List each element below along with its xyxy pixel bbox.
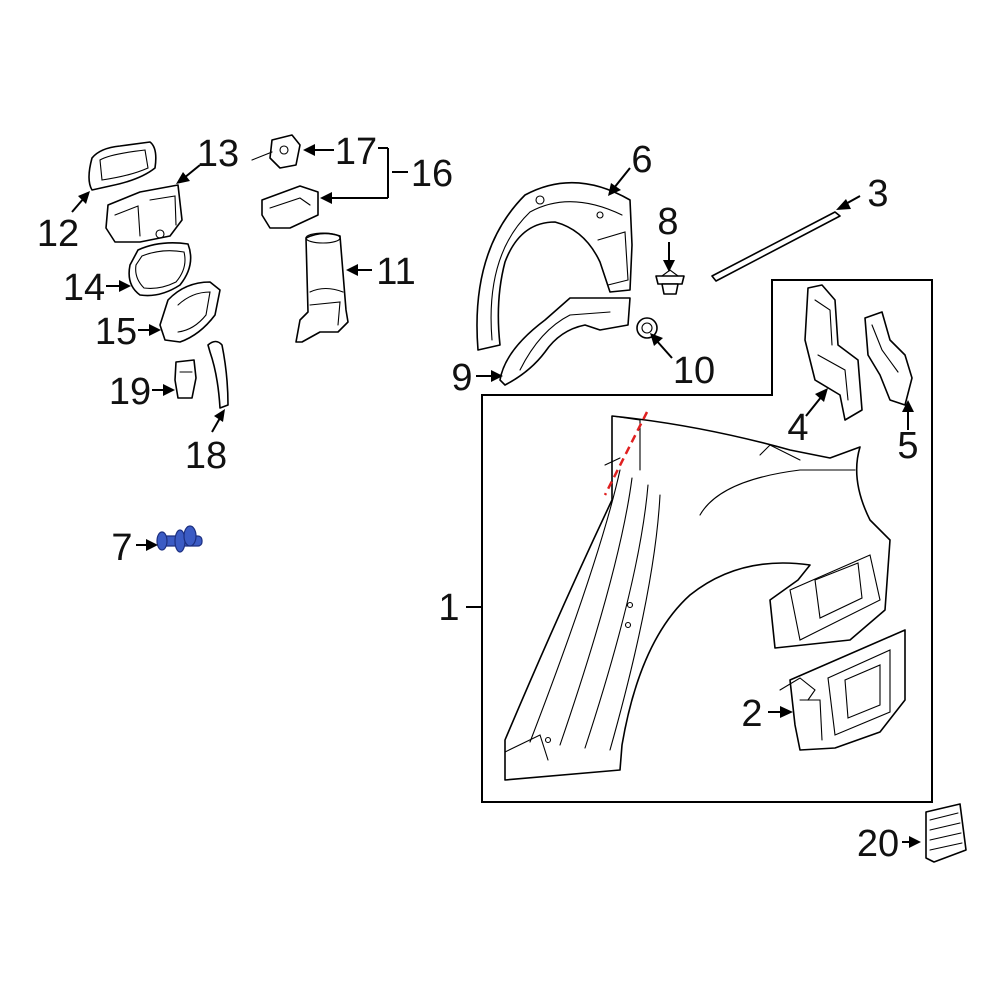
callout-16: 16 (411, 153, 453, 195)
callout-19: 19 (109, 371, 151, 413)
callout-8: 8 (657, 201, 678, 243)
callout-12: 12 (37, 213, 79, 255)
callout-9: 9 (451, 357, 472, 399)
callout-15: 15 (95, 311, 137, 353)
vent-grille-part-20[interactable] (925, 803, 967, 863)
hose-part-18[interactable] (207, 340, 229, 409)
brace-part-5[interactable] (864, 311, 913, 406)
nut-part-8[interactable] (655, 269, 685, 295)
callout-13: 13 (197, 133, 239, 175)
cut-line (603, 411, 649, 496)
callout-18: 18 (185, 435, 227, 477)
seal-part-14[interactable] (128, 242, 192, 297)
molding-part-3[interactable] (711, 211, 841, 282)
wheel-liner-part-6[interactable] (476, 181, 633, 351)
callout-14: 14 (63, 267, 105, 309)
fuel-housing-part-13[interactable] (105, 184, 183, 243)
fuel-door-part-12[interactable] (88, 141, 157, 191)
callout-5: 5 (897, 425, 918, 467)
wheel-liner-part-9[interactable] (499, 297, 631, 386)
brace-part-4[interactable] (804, 284, 863, 421)
quarter-panel-part-1[interactable] (504, 415, 891, 781)
callout-7: 7 (111, 527, 132, 569)
callout-1: 1 (438, 587, 459, 629)
callout-10: 10 (673, 350, 715, 392)
filler-housing-part-11[interactable] (295, 232, 349, 343)
bracket-part-2[interactable] (779, 629, 906, 751)
callout-6: 6 (631, 139, 652, 181)
leader-lines (71, 144, 921, 848)
bracket-part-16[interactable] (261, 185, 319, 229)
callout-4: 4 (787, 407, 808, 449)
bolt-part-7[interactable] (156, 525, 203, 553)
callout-2: 2 (741, 693, 762, 735)
actuator-part-17[interactable] (251, 134, 301, 169)
callout-11: 11 (376, 251, 415, 293)
pocket-part-15[interactable] (159, 281, 221, 343)
callout-3: 3 (867, 173, 888, 215)
callout-17: 17 (335, 131, 377, 173)
assembly-boundary-box (481, 279, 933, 803)
clip-part-19[interactable] (174, 359, 197, 399)
nut-part-10[interactable] (636, 317, 658, 339)
callout-20: 20 (857, 823, 899, 865)
